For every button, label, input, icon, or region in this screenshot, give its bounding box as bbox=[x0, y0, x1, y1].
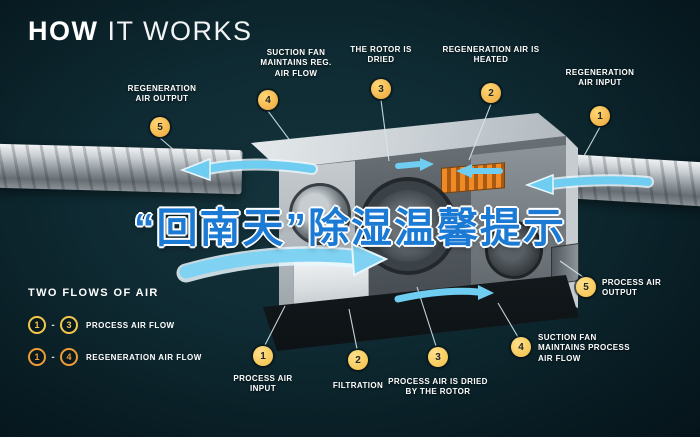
suction-fan bbox=[485, 221, 543, 279]
step-badge-process-1: 1 bbox=[253, 346, 273, 366]
chinese-watermark-text: “回南天”除湿温馨提示 bbox=[134, 205, 566, 251]
callout-suction-fan-process: SUCTION FAN MAINTAINS PROCESS AIR FLOW bbox=[538, 333, 630, 363]
step-badge-process-4: 4 bbox=[511, 337, 531, 357]
title-word-how: HOW bbox=[28, 16, 99, 46]
step-badge-regen-4: 4 bbox=[258, 90, 278, 110]
regeneration-fan bbox=[289, 183, 351, 245]
step-badge-regen-1: 1 bbox=[590, 106, 610, 126]
dehumidifier-cutaway bbox=[233, 103, 579, 353]
callout-process-air-dried: PROCESS AIR IS DRIED BY THE ROTOR bbox=[388, 377, 488, 397]
callout-regeneration-air-output: REGENERATION AIR OUTPUT bbox=[127, 84, 197, 104]
page-title: HOW IT WORKS bbox=[28, 16, 253, 47]
legend-label-process: PROCESS AIR FLOW bbox=[86, 320, 175, 330]
step-badge-regen-3: 3 bbox=[371, 79, 391, 99]
callout-filtration: FILTRATION bbox=[332, 381, 384, 390]
step-badge-process-2: 2 bbox=[348, 350, 368, 370]
step-badge-regen-5: 5 bbox=[150, 117, 170, 137]
step-badge-process-3: 3 bbox=[428, 347, 448, 367]
step-badge-process-5: 5 bbox=[576, 277, 596, 297]
legend-separator: - bbox=[51, 319, 55, 331]
callout-process-air-input: PROCESS AIR INPUT bbox=[233, 374, 293, 394]
legend-heading: TWO FLOWS OF AIR bbox=[28, 287, 159, 299]
callout-process-air-output: PROCESS AIR OUTPUT bbox=[602, 278, 662, 298]
legend-row-process: 1 - 3 PROCESS AIR FLOW bbox=[28, 316, 175, 334]
legend-badge-process-from: 1 bbox=[28, 316, 46, 334]
title-word-it-works: IT WORKS bbox=[107, 16, 253, 46]
callout-rotor-is-dried: THE ROTOR IS DRIED bbox=[350, 45, 412, 65]
callout-regeneration-air-input: REGENERATION AIR INPUT bbox=[565, 68, 635, 88]
legend-separator: - bbox=[51, 351, 55, 363]
callout-regeneration-air-heated: REGENERATION AIR IS HEATED bbox=[442, 45, 540, 65]
legend-label-regen: REGENERATION AIR FLOW bbox=[86, 352, 202, 362]
left-spiral-duct bbox=[0, 143, 243, 195]
legend-badge-regen-to: 4 bbox=[60, 348, 78, 366]
legend-badge-process-to: 3 bbox=[60, 316, 78, 334]
legend-badge-regen-from: 1 bbox=[28, 348, 46, 366]
callout-suction-fan-reg: SUCTION FAN MAINTAINS REG. AIR FLOW bbox=[260, 48, 332, 78]
legend-row-regeneration: 1 - 4 REGENERATION AIR FLOW bbox=[28, 348, 202, 366]
step-badge-regen-2: 2 bbox=[481, 83, 501, 103]
